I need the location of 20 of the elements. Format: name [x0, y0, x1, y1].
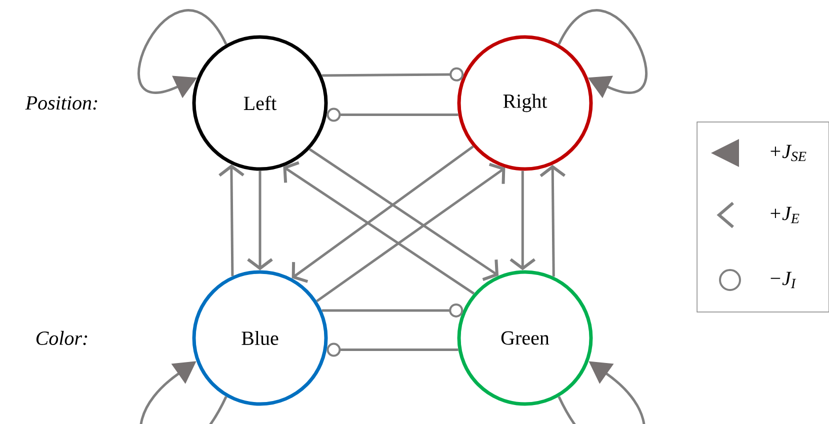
legend-label: +J$_{SE}$	[770, 144, 806, 162]
arrow	[558, 361, 646, 424]
arrow	[247, 170, 273, 270]
arrow	[322, 303, 464, 318]
arrow	[326, 342, 458, 357]
arrow	[292, 146, 474, 283]
arrow	[326, 108, 458, 122]
arrow	[316, 162, 506, 302]
arrow	[558, 9, 648, 98]
arrow	[308, 148, 499, 281]
legend-label: −J$_{I}$	[770, 272, 796, 288]
row-label: Position:	[25, 96, 98, 110]
arrow	[283, 161, 475, 295]
arrow	[540, 164, 566, 277]
arrow	[322, 67, 464, 82]
row-label: Color:	[36, 330, 88, 346]
arrow	[218, 164, 244, 276]
legend-label: +J$_{E}$	[770, 206, 800, 224]
arrow	[510, 170, 536, 270]
arrow	[140, 361, 228, 424]
